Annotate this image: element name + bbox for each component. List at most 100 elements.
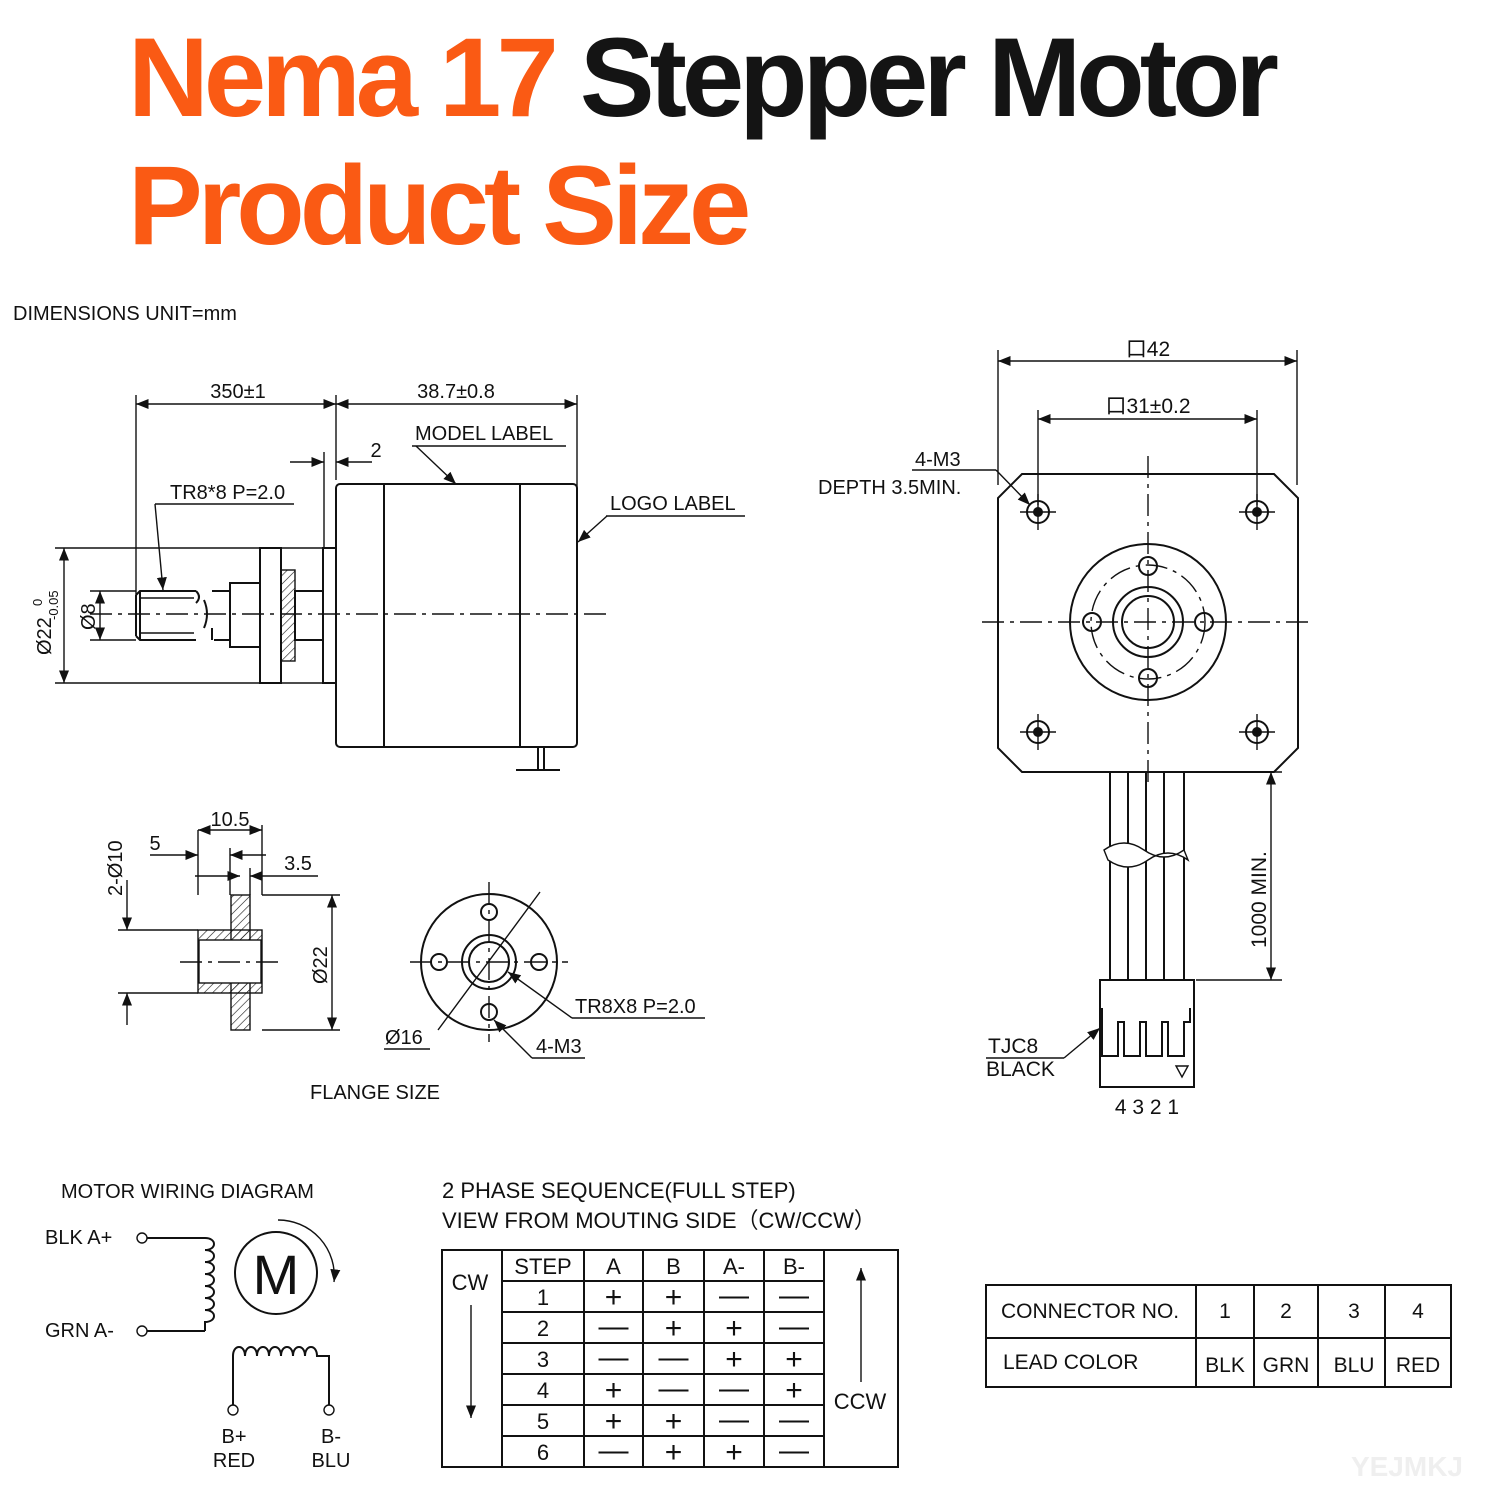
lead-color-2: GRN xyxy=(1263,1354,1310,1377)
lead-screw-length-label: 350±1 xyxy=(210,381,265,403)
sequence-phase-cell: + xyxy=(605,1374,623,1407)
sequence-header-2: B xyxy=(666,1254,681,1279)
sequence-phase-cell: — xyxy=(659,1372,689,1405)
connector-no-3: 3 xyxy=(1348,1300,1360,1323)
sequence-header-1: A xyxy=(606,1254,621,1279)
sequence-phase-cell: — xyxy=(779,1434,809,1467)
lead-color-header: LEAD COLOR xyxy=(1003,1351,1138,1374)
sequence-phase-cell: — xyxy=(719,1279,749,1312)
side-view: DIMENSIONS UNIT=mm 350±1 38.7±0.8 2 MODE… xyxy=(13,303,745,771)
sequence-phase-cell: — xyxy=(719,1403,749,1436)
sequence-phase-cell: + xyxy=(665,1281,683,1314)
connector-table: CONNECTOR NO. LEAD COLOR 1 2 3 4 BLK GRN… xyxy=(985,1284,1452,1388)
sequence-header-0: STEP xyxy=(514,1254,571,1279)
lead-color-1: BLK xyxy=(1205,1354,1245,1377)
sequence-step-cell: 6 xyxy=(537,1440,549,1465)
model-label-callout: MODEL LABEL xyxy=(415,423,553,445)
connector-color-label: BLACK xyxy=(986,1058,1055,1081)
sequence-phase-cell: — xyxy=(779,1403,809,1436)
sequence-phase-cell: + xyxy=(665,1312,683,1345)
lead-color-3: BLU xyxy=(1334,1354,1375,1377)
mount-hole-tr xyxy=(1239,494,1275,530)
motor-cable xyxy=(1103,772,1190,980)
sequence-phase-cell: — xyxy=(599,1434,629,1467)
sequence-phase-cell: + xyxy=(725,1312,743,1345)
boss-diameter-label: Ø22 xyxy=(34,617,56,655)
sequence-phase-cell: + xyxy=(665,1405,683,1438)
sequence-step-cell: 4 xyxy=(537,1378,549,1403)
wire-b-plus-label: B+ xyxy=(221,1426,246,1448)
connector-no-1: 1 xyxy=(1219,1300,1231,1323)
wire-blk-label: BLK A+ xyxy=(45,1227,112,1249)
sequence-step-cell: 1 xyxy=(537,1285,549,1310)
sequence-phase-cell: — xyxy=(719,1372,749,1405)
sequence-title-1: 2 PHASE SEQUENCE(FULL STEP) xyxy=(442,1178,796,1203)
connector-type-label: TJC8 xyxy=(988,1035,1038,1058)
mount-hole-br xyxy=(1239,714,1275,750)
mount-holes-label: 4-M3 xyxy=(915,449,961,471)
flange-caption: FLANGE SIZE xyxy=(310,1082,440,1104)
sequence-table-frame xyxy=(441,1249,899,1468)
flange-holes-label: 2-Ø10 xyxy=(105,840,127,896)
cable-length-label: 1000 MIN. xyxy=(1248,851,1271,948)
ccw-label: CCW xyxy=(834,1389,887,1414)
boss-height-label: 2 xyxy=(370,440,381,462)
flange-width-label: 10.5 xyxy=(211,809,250,831)
pin-numbers: 4 3 2 1 xyxy=(1115,1096,1179,1119)
coil-a xyxy=(204,1237,215,1331)
motor-symbol xyxy=(234,1231,318,1315)
sequence-step-cell: 5 xyxy=(537,1409,549,1434)
sequence-phase-cell: + xyxy=(785,1343,803,1376)
sequence-phase-cell: — xyxy=(599,1341,629,1374)
sequence-phase-cell: + xyxy=(665,1436,683,1469)
flange-dim-3-5-label: 3.5 xyxy=(284,853,312,875)
sequence-phase-cell: + xyxy=(785,1374,803,1407)
wire-b-minus-color: BLU xyxy=(312,1450,351,1472)
units-note: DIMENSIONS UNIT=mm xyxy=(13,303,237,325)
title-model: Nema 17 xyxy=(128,15,559,140)
sequence-phase-cell: + xyxy=(605,1405,623,1438)
connector-no-2: 2 xyxy=(1280,1300,1292,1323)
boss-tol-upper: 0 xyxy=(30,599,45,606)
page-title-line-1: Nema 17 Stepper Motor xyxy=(128,22,1279,134)
sequence-step-cell: 3 xyxy=(537,1347,549,1372)
wiring-title: MOTOR WIRING DIAGRAM xyxy=(61,1181,314,1203)
body-length-label: 38.7±0.8 xyxy=(417,381,495,403)
sequence-phase-cell: — xyxy=(599,1310,629,1343)
shaft-diameter-label: Ø8 xyxy=(78,603,100,630)
boss-tol-lower: -0.05 xyxy=(46,590,61,620)
sequence-phase-cell: + xyxy=(605,1281,623,1314)
flange-section: 10.5 5 3.5 2-Ø10 Ø22 TR8X8 P=2.0 xyxy=(105,809,705,1104)
wire-grn-label: GRN A- xyxy=(45,1320,114,1342)
sequence-title-2: VIEW FROM MOUTING SIDE（CW/CCW） xyxy=(442,1208,876,1233)
sequence-header-3: A- xyxy=(723,1254,745,1279)
square-size-label: 口42 xyxy=(1126,338,1170,361)
hole-spacing-label: 口31±0.2 xyxy=(1105,395,1190,418)
sequence-phase-cell: — xyxy=(779,1279,809,1312)
flange-screws-label: 4-M3 xyxy=(536,1036,582,1058)
coil-b xyxy=(232,1346,330,1405)
sequence-phase-cell: — xyxy=(779,1310,809,1343)
mount-depth-label: DEPTH 3.5MIN. xyxy=(818,477,961,499)
logo-label-callout: LOGO LABEL xyxy=(610,493,736,515)
flange-inner-dia-label: Ø16 xyxy=(385,1027,423,1049)
lead-color-4: RED xyxy=(1396,1354,1440,1377)
thread-spec-label: TR8*8 P=2.0 xyxy=(170,482,285,504)
sequence-section: 2 PHASE SEQUENCE(FULL STEP) VIEW FROM MO… xyxy=(441,1178,899,1469)
sequence-phase-cell: + xyxy=(725,1343,743,1376)
connector xyxy=(1099,979,1195,1088)
flange-thread-label: TR8X8 P=2.0 xyxy=(575,996,696,1018)
flange-dim-5-label: 5 xyxy=(149,833,160,855)
wiring-diagram: MOTOR WIRING DIAGRAM BLK A+ GRN A- M B+ … xyxy=(45,1181,350,1472)
title-product: Stepper Motor xyxy=(579,15,1279,140)
flange-side xyxy=(259,547,282,684)
motor-symbol-letter: M xyxy=(253,1243,300,1306)
title-subtitle: Product Size xyxy=(128,143,751,268)
page-title-line-2: Product Size xyxy=(128,150,751,262)
sequence-phase-cell: + xyxy=(725,1436,743,1469)
sequence-step-cell: 2 xyxy=(537,1316,549,1341)
sequence-header-4: B- xyxy=(783,1254,805,1279)
mount-hole-tl xyxy=(1020,494,1056,530)
